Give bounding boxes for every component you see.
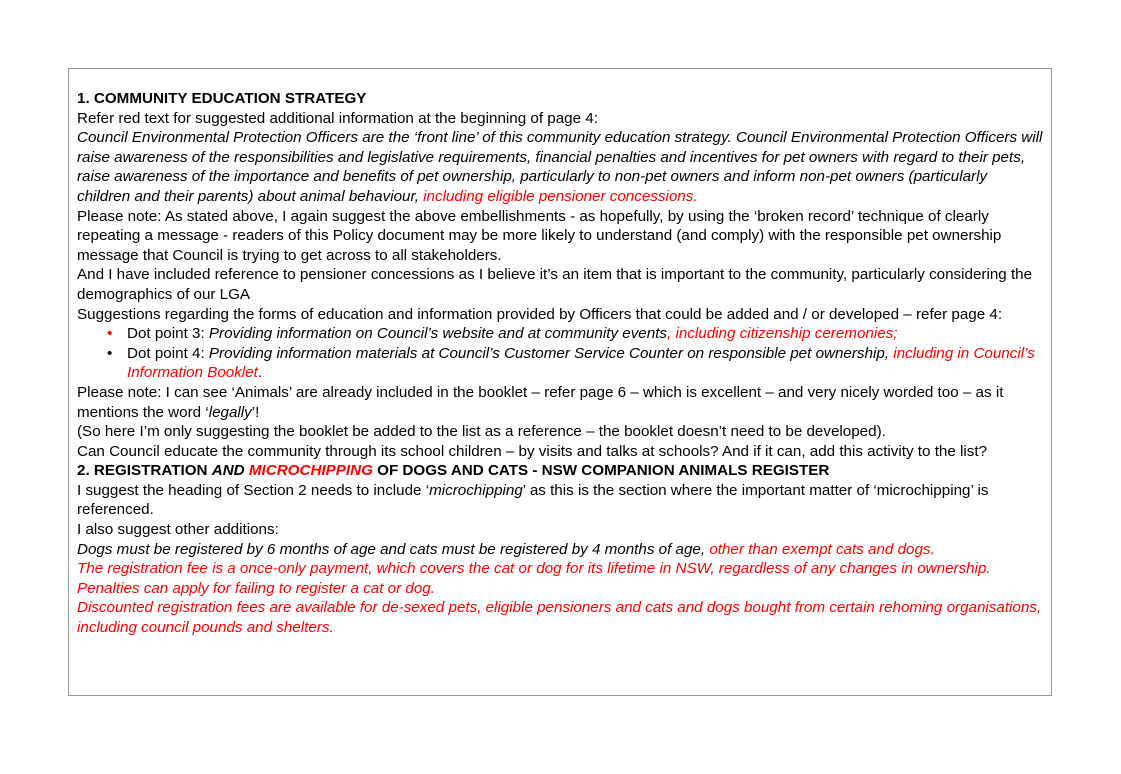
note3-emphasis: legally: [208, 403, 252, 421]
section1-note4: (So here I’m only suggesting the booklet…: [77, 423, 886, 441]
section2-heading: 2. REGISTRATION AND MICROCHIPPING OF DOG…: [77, 461, 1043, 481]
suggestion-list: • Dot point 3: Providing information on C…: [77, 324, 1043, 383]
section2-heading-and: AND: [211, 462, 249, 480]
note3-text-b: ’!: [251, 403, 260, 421]
section2-heading-a: 2. REGISTRATION: [77, 462, 212, 480]
section1-heading: 1. COMMUNITY EDUCATION STRATEGY: [77, 90, 367, 107]
list-item: • Dot point 4: Providing information mate…: [107, 344, 1043, 383]
p3-text: Dogs must be registered by 6 months of a…: [77, 540, 706, 558]
p3-addition: other than exempt cats and dogs.: [705, 540, 935, 558]
bullet-addition: including in Council’s Information Bookl…: [127, 344, 1035, 382]
bullet-label: Dot point 4:: [127, 344, 209, 362]
section1-quote-text: Council Environmental Protection Officer…: [77, 129, 1043, 205]
bullet-text: Providing information materials at Counc…: [208, 344, 890, 362]
section1-note3: Please note: I can see ‘Animals’ are alr…: [77, 383, 1043, 422]
bullet-addition: , including citizenship ceremonies;: [667, 325, 898, 343]
bullet-tail: .: [257, 364, 263, 382]
section1-intro: Refer red text for suggested additional …: [77, 109, 598, 127]
bullet-icon: •: [107, 344, 113, 362]
section1-quote-addition: including eligible pensioner concessions…: [418, 187, 698, 205]
bullet-label: Dot point 3:: [127, 325, 209, 343]
note3-text-a: Please note: I can see ‘Animals’ are alr…: [77, 383, 1004, 421]
section2-p5: Discounted registration fees are availab…: [77, 599, 1042, 637]
section1-note1: Please note: As stated above, I again su…: [77, 207, 1002, 264]
list-item: • Dot point 3: Providing information on C…: [107, 324, 1043, 344]
section2-p2: I also suggest other additions:: [77, 521, 279, 539]
p1-emphasis: microchipping: [429, 481, 523, 499]
section1-quote: Council Environmental Protection Officer…: [77, 128, 1043, 206]
section1-note2: And I have included reference to pension…: [77, 266, 1033, 303]
bullet-text: Providing information on Council’s websi…: [208, 325, 668, 343]
p1-text-b: ’ as this is the section where the impor…: [77, 481, 989, 519]
document-text-box: 1. COMMUNITY EDUCATION STRATEGY Refer re…: [68, 68, 1052, 696]
section2-heading-b: OF DOGS AND CATS - NSW COMPANION ANIMALS…: [372, 462, 830, 480]
section2-heading-micro: MICROCHIPPING: [248, 462, 373, 480]
bullet-icon: •: [107, 325, 113, 343]
p1-text-a: I suggest the heading of Section 2 needs…: [77, 481, 430, 499]
section2-p1: I suggest the heading of Section 2 needs…: [77, 481, 1043, 520]
section1-note5: Can Council educate the community throug…: [77, 442, 988, 460]
document-content: 1. COMMUNITY EDUCATION STRATEGY Refer re…: [77, 89, 1043, 638]
section2-p4: The registration fee is a once-only paym…: [77, 560, 991, 597]
section2-p3: Dogs must be registered by 6 months of a…: [77, 540, 1043, 560]
section1-suggestions: Suggestions regarding the forms of educa…: [77, 305, 1003, 323]
